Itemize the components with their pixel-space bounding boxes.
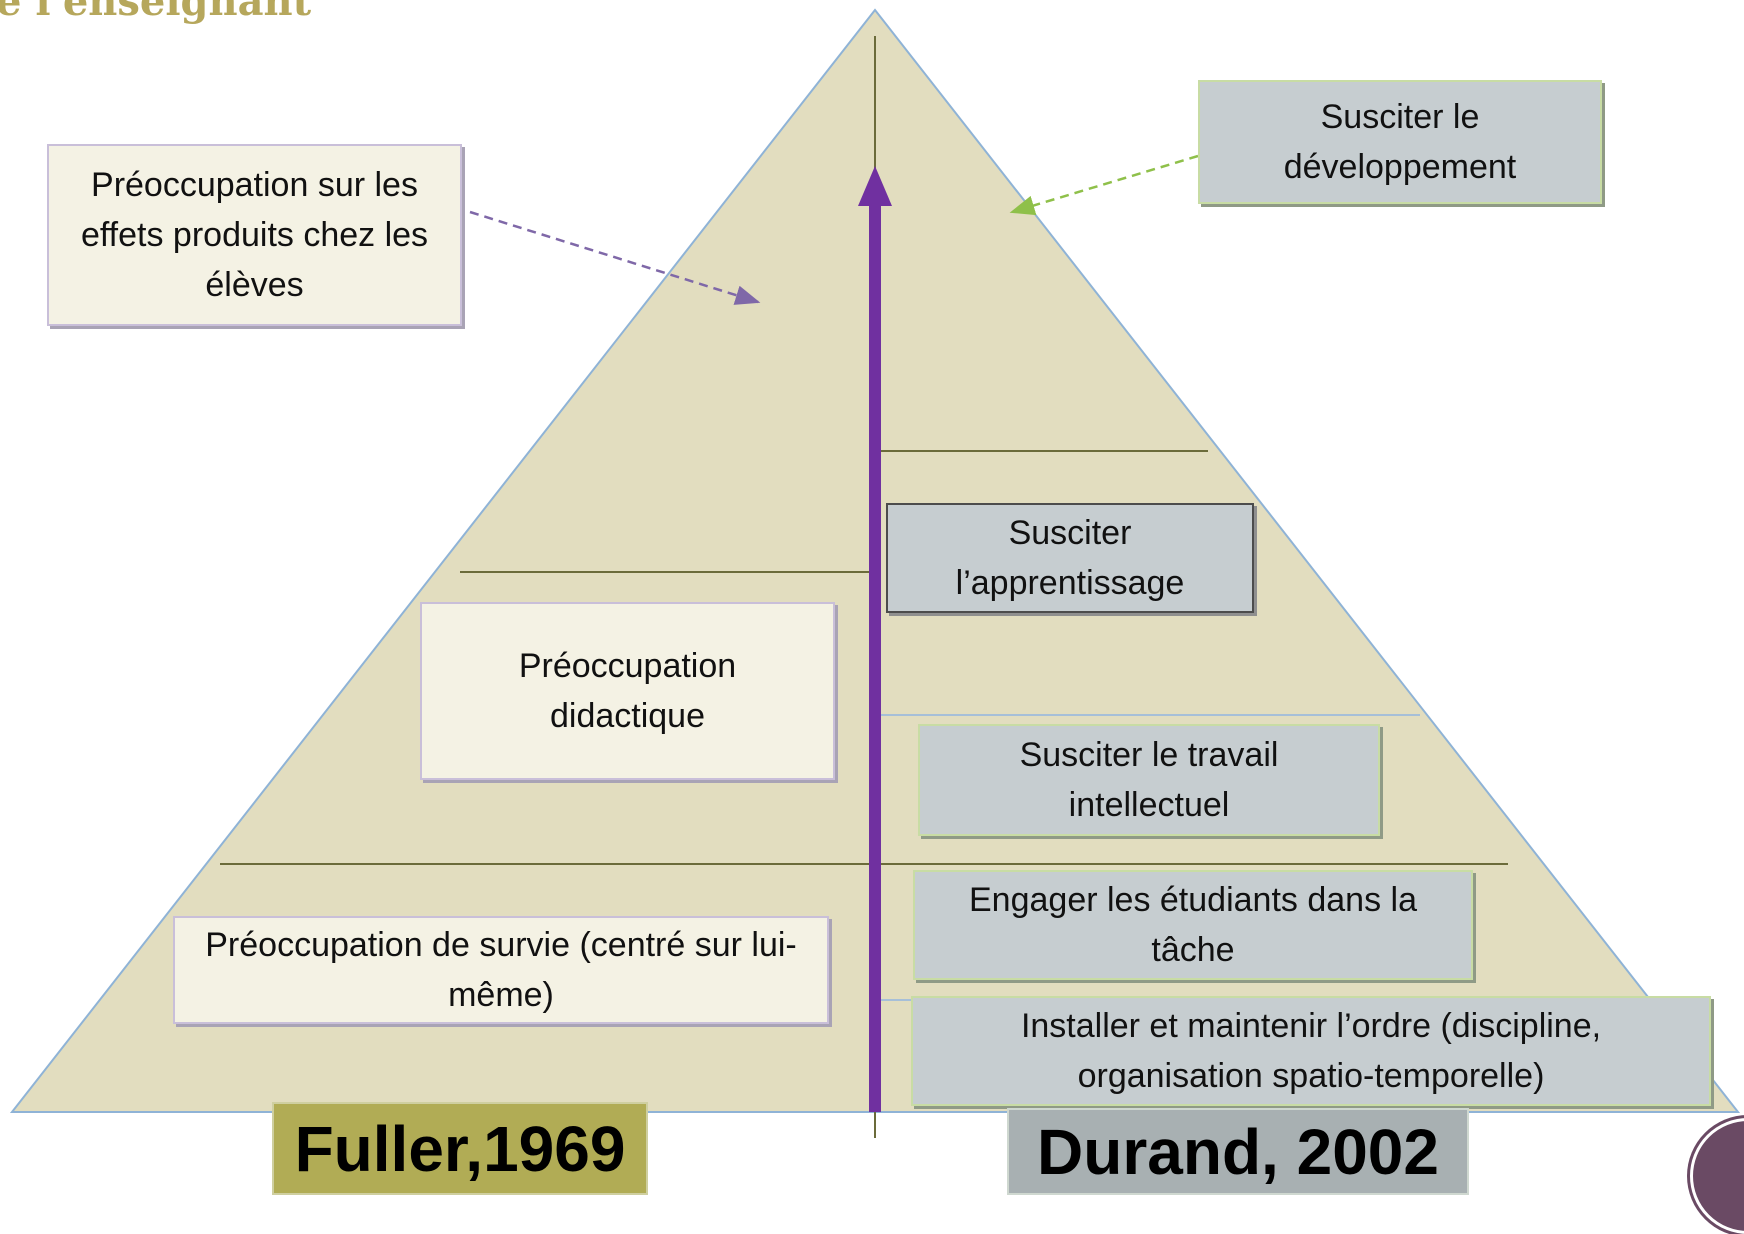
durand-level1-box: Installer et maintenir l’ordre (discipli… xyxy=(911,996,1711,1106)
fuller-source-label: Fuller,1969 xyxy=(272,1102,648,1195)
durand-level2-box: Engager les étudiants dans la tâche xyxy=(913,870,1473,980)
durand-top-box: Susciter le développement xyxy=(1198,80,1602,204)
fuller-middle-concern-box: Préoccupation didactique xyxy=(420,602,835,780)
progression-arrow-head xyxy=(858,166,892,206)
durand-level4-box: Susciter l’apprentissage xyxy=(886,503,1254,613)
progression-arrow-shaft xyxy=(869,200,881,1112)
pointer-arrow-durand xyxy=(1009,154,1199,216)
fuller-bottom-concern-box: Préoccupation de survie (centré sur lui-… xyxy=(173,916,829,1024)
durand-level3-box: Susciter le travail intellectuel xyxy=(918,724,1380,836)
page-title-fragment: e l'enseignant xyxy=(0,0,312,25)
pointer-arrow-fuller xyxy=(469,210,761,305)
fuller-top-concern-box: Préoccupation sur les effets produits ch… xyxy=(47,144,462,326)
durand-source-label: Durand, 2002 xyxy=(1007,1108,1469,1195)
